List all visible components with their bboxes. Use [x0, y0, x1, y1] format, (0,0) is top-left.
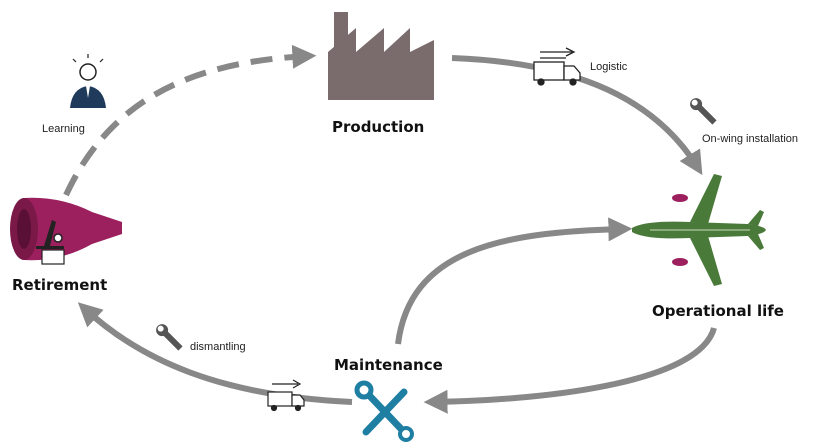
learning-label: Learning [42, 123, 85, 135]
arrow-maintenance-to-retirement [77, 302, 353, 405]
retirement-label: Retirement [12, 276, 107, 294]
maintenance-label: Maintenance [334, 356, 443, 374]
truck-icon [533, 47, 581, 86]
operational-life-label: Operational life [652, 302, 784, 320]
airplane-icon [632, 174, 766, 286]
factory-icon [328, 12, 434, 100]
engine-icon [10, 197, 122, 261]
tools-icon [354, 380, 414, 442]
microscope-icon [36, 220, 65, 265]
wrench-icon [690, 98, 717, 125]
person-idea-icon [70, 54, 106, 108]
arrow-retirement-to-production-learning [63, 44, 317, 197]
truck-icon [267, 379, 305, 412]
on-wing-installation-label: On-wing installation [702, 133, 798, 145]
arrow-operational-to-maintenance [423, 326, 717, 414]
logistic-label: Logistic [590, 61, 628, 73]
arrow-production-to-operational [451, 55, 703, 176]
wrench-icon [156, 324, 183, 351]
dismantling-label: dismantling [190, 341, 246, 353]
production-label: Production [332, 118, 424, 136]
arrow-maintenance-to-operational [395, 217, 633, 345]
